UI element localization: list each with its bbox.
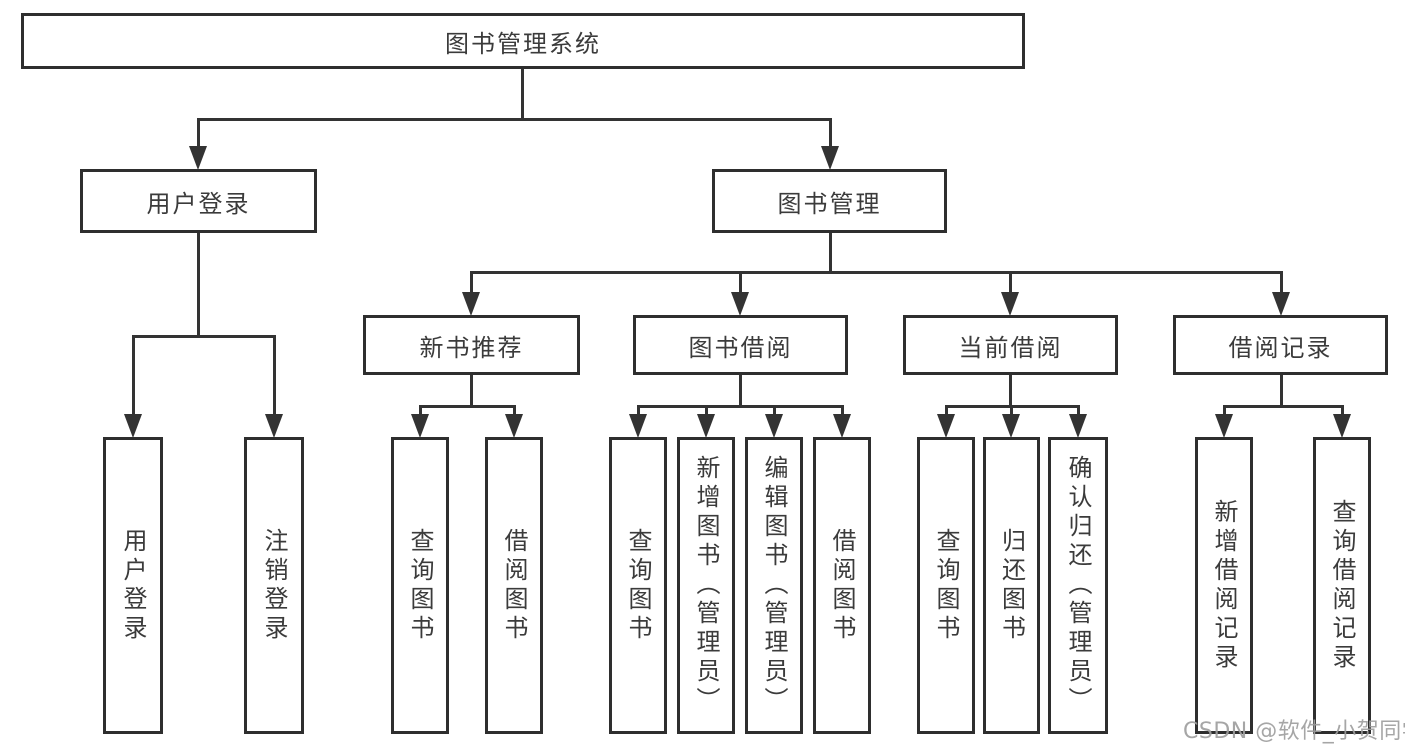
connector-vline: [470, 375, 473, 408]
connector-arrowhead-down-icon: [629, 414, 647, 438]
leaf-borrow-books-recommend: 借阅图书: [485, 437, 543, 734]
connector-vline: [1009, 375, 1012, 408]
leaf-query-books-current: 查询图书: [917, 437, 975, 734]
leaf-logout-login: 注销登录: [244, 437, 304, 734]
connector-arrowhead-down-icon: [1001, 292, 1019, 316]
connector-vline: [1010, 405, 1013, 416]
connector-vline: [521, 69, 524, 121]
connector-arrowhead-down-icon: [833, 414, 851, 438]
connector-hline: [637, 405, 844, 408]
connector-vline: [945, 405, 948, 416]
connector-vline: [773, 405, 776, 416]
connector-arrowhead-down-icon: [462, 292, 480, 316]
connector-arrowhead-down-icon: [1333, 414, 1351, 438]
connector-vline: [1280, 375, 1283, 408]
connector-vline: [513, 405, 516, 416]
connector-arrowhead-down-icon: [1069, 414, 1087, 438]
node-borrowing-records: 借阅记录: [1173, 315, 1388, 375]
connector-vline: [1009, 271, 1012, 294]
connector-arrowhead-down-icon: [1215, 414, 1233, 438]
connector-hline: [132, 335, 276, 338]
connector-arrowhead-down-icon: [821, 146, 839, 170]
connector-arrowhead-down-icon: [124, 414, 142, 438]
leaf-borrow-books-borrowing: 借阅图书: [813, 437, 871, 734]
leaf-confirm-return-admin: 确认归还（管理员）: [1048, 437, 1108, 734]
connector-vline: [132, 335, 135, 416]
leaf-add-books-admin: 新增图书（管理员）: [677, 437, 735, 734]
connector-vline: [829, 233, 832, 274]
connector-vline: [637, 405, 640, 416]
connector-hline: [1223, 405, 1344, 408]
connector-vline: [1280, 271, 1283, 294]
connector-arrowhead-down-icon: [411, 414, 429, 438]
leaf-add-borrow-record: 新增借阅记录: [1195, 437, 1253, 734]
connector-arrowhead-down-icon: [937, 414, 955, 438]
connector-vline: [470, 271, 473, 294]
leaf-return-books: 归还图书: [983, 437, 1040, 734]
connector-vline: [197, 118, 200, 148]
connector-vline: [1341, 405, 1344, 416]
connector-vline: [705, 405, 708, 416]
leaf-edit-books-admin: 编辑图书（管理员）: [745, 437, 803, 734]
connector-hline: [470, 271, 1283, 274]
node-new-book-recommendation: 新书推荐: [363, 315, 580, 375]
watermark: CSDN @软件_小贺同学: [1183, 719, 1405, 744]
node-book-borrowing: 图书借阅: [633, 315, 848, 375]
connector-vline: [273, 335, 276, 416]
connector-arrowhead-down-icon: [1272, 292, 1290, 316]
connector-arrowhead-down-icon: [697, 414, 715, 438]
leaf-query-books-borrowing: 查询图书: [609, 437, 667, 734]
connector-vline: [1223, 405, 1226, 416]
connector-arrowhead-down-icon: [1002, 414, 1020, 438]
connector-arrowhead-down-icon: [731, 292, 749, 316]
connector-hline: [419, 405, 516, 408]
leaf-user-login: 用户登录: [103, 437, 163, 734]
connector-vline: [739, 375, 742, 408]
node-user-login: 用户登录: [80, 169, 317, 233]
leaf-query-books-recommend: 查询图书: [391, 437, 449, 734]
connector-arrowhead-down-icon: [189, 146, 207, 170]
leaf-query-borrow-record: 查询借阅记录: [1313, 437, 1371, 734]
connector-vline: [1077, 405, 1080, 416]
connector-arrowhead-down-icon: [265, 414, 283, 438]
connector-vline: [739, 271, 742, 294]
node-book-management: 图书管理: [712, 169, 947, 233]
connector-vline: [841, 405, 844, 416]
node-current-borrowing: 当前借阅: [903, 315, 1118, 375]
connector-hline: [197, 118, 832, 121]
connector-vline: [197, 233, 200, 338]
connector-arrowhead-down-icon: [765, 414, 783, 438]
connector-vline: [829, 118, 832, 148]
connector-arrowhead-down-icon: [505, 414, 523, 438]
connector-vline: [419, 405, 422, 416]
node-root: 图书管理系统: [21, 13, 1025, 69]
